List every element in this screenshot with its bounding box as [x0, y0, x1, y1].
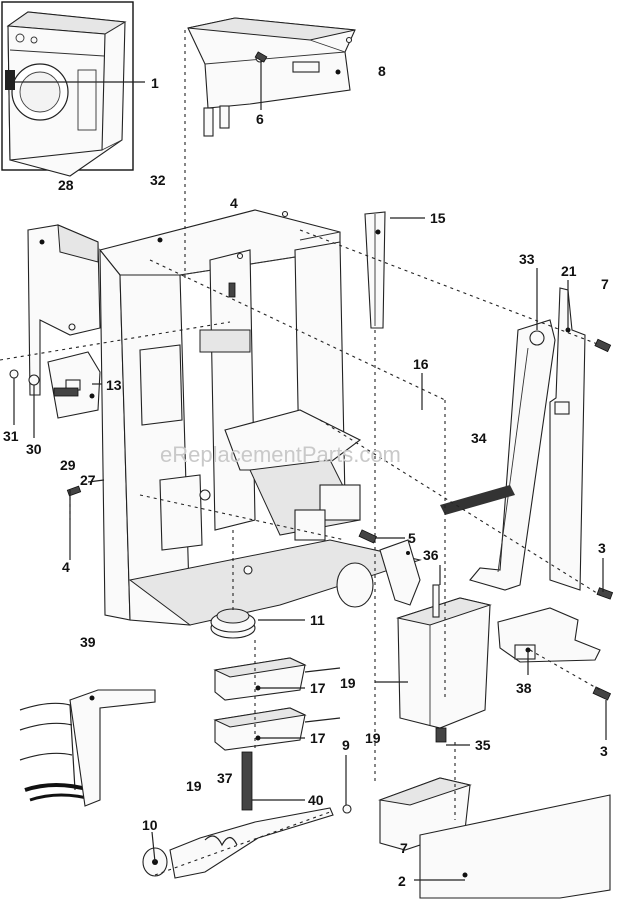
part-33-lever [469, 319, 556, 591]
label-part-40: 40 [308, 792, 324, 808]
label-part-16: 16 [413, 356, 429, 372]
label-part-4-left: 4 [62, 559, 70, 575]
part-34-spring [440, 485, 515, 515]
label-part-8: 8 [378, 63, 386, 79]
label-part-31: 31 [3, 428, 19, 444]
label-part-7-bottom: 7 [400, 840, 408, 856]
label-part-3-lower: 3 [600, 743, 608, 759]
part-labels: 1 28 8 6 32 4 15 33 21 7 16 13 31 30 34 … [3, 63, 609, 889]
label-part-29: 29 [60, 457, 76, 473]
label-part-3-upper: 3 [598, 540, 606, 556]
leader-lines [69, 60, 607, 881]
label-part-2: 2 [398, 873, 406, 889]
label-part-10: 10 [142, 817, 158, 833]
label-part-37: 37 [217, 770, 233, 786]
label-part-28: 28 [58, 177, 74, 193]
washer-inset [1, 1, 145, 177]
part-8-bracket [187, 17, 356, 137]
label-part-19-right: 19 [365, 730, 381, 746]
part-15-rod [364, 211, 386, 329]
watermark: eReplacementParts.com [160, 442, 401, 467]
part-38-switch [497, 607, 601, 663]
label-part-19-center: 19 [340, 675, 356, 691]
label-part-30: 30 [26, 441, 42, 457]
label-part-13: 13 [106, 377, 122, 393]
label-part-4-top: 4 [230, 195, 238, 211]
label-part-38: 38 [516, 680, 532, 696]
label-part-1: 1 [151, 75, 159, 91]
part-17-switches [213, 657, 341, 751]
label-part-19-left: 19 [186, 778, 202, 794]
label-part-6: 6 [256, 111, 264, 127]
label-part-35: 35 [475, 737, 491, 753]
label-part-5: 5 [408, 530, 416, 546]
label-part-21: 21 [561, 263, 577, 279]
label-part-33: 33 [519, 251, 535, 267]
label-part-15: 15 [430, 210, 446, 226]
part-13-switch-assembly [9, 224, 101, 438]
label-part-32: 32 [150, 172, 166, 188]
label-part-34: 34 [471, 430, 487, 446]
label-part-9: 9 [342, 737, 350, 753]
label-part-7-top: 7 [601, 276, 609, 292]
label-part-36: 36 [423, 547, 439, 563]
part-4-frame [99, 209, 422, 626]
part-2-panel [419, 794, 611, 899]
label-part-27: 27 [80, 472, 96, 488]
part-11-pulley [210, 608, 256, 639]
label-part-17-lower: 17 [310, 730, 326, 746]
label-part-11: 11 [310, 612, 325, 628]
label-part-17-upper: 17 [310, 680, 326, 696]
part-39-wire-harness [19, 689, 156, 807]
part-19-solenoid [378, 539, 492, 851]
part-21-bracket [549, 287, 586, 591]
label-part-39: 39 [80, 634, 96, 650]
